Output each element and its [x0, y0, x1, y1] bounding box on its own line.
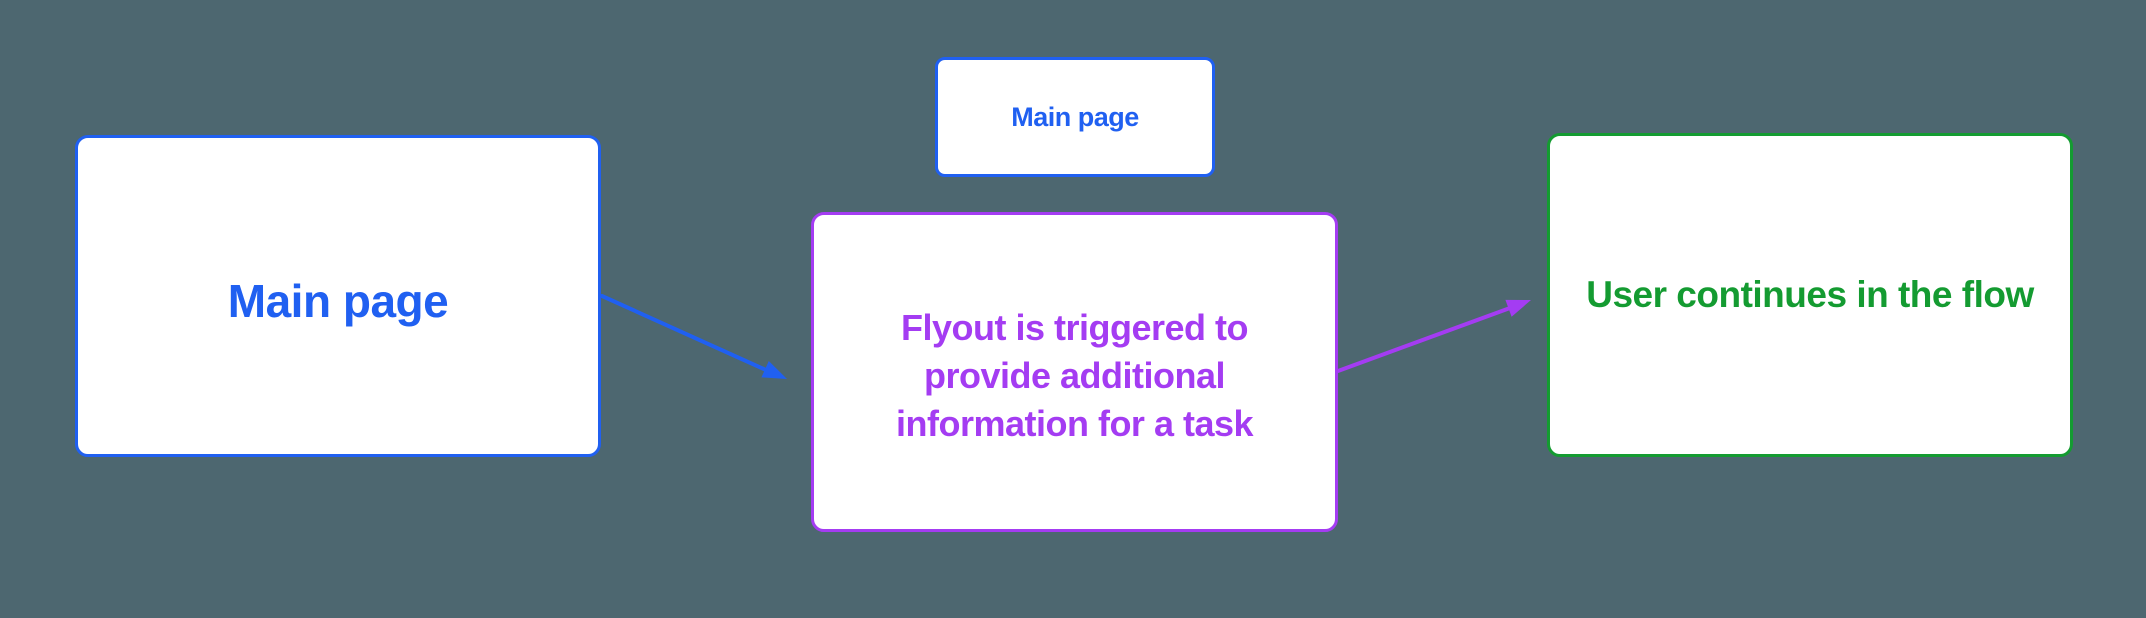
- arrow-main-to-flyout-head-icon: [761, 361, 787, 379]
- node-main-page[interactable]: Main page: [75, 135, 601, 457]
- node-main-page-mini-label: Main page: [1011, 101, 1139, 132]
- arrow-flyout-to-continue-head-icon: [1505, 299, 1531, 317]
- node-flyout-line-1: Flyout is triggered to: [900, 307, 1249, 348]
- node-flyout-label: Flyout is triggered to provide additiona…: [895, 304, 1254, 448]
- node-user-continues[interactable]: User continues in the flow: [1547, 133, 2073, 457]
- node-main-page-mini[interactable]: Main page: [935, 57, 1215, 177]
- node-flyout[interactable]: Flyout is triggered to provide additiona…: [811, 212, 1338, 532]
- node-user-continues-label: User continues in the flow: [1586, 274, 2034, 315]
- node-flyout-line-2: provide additional: [923, 355, 1226, 396]
- node-flyout-line-3: information for a task: [895, 403, 1254, 444]
- node-main-page-label: Main page: [227, 275, 449, 327]
- arrow-flyout-to-continue: [1336, 306, 1512, 373]
- arrow-main-to-flyout: [600, 294, 768, 372]
